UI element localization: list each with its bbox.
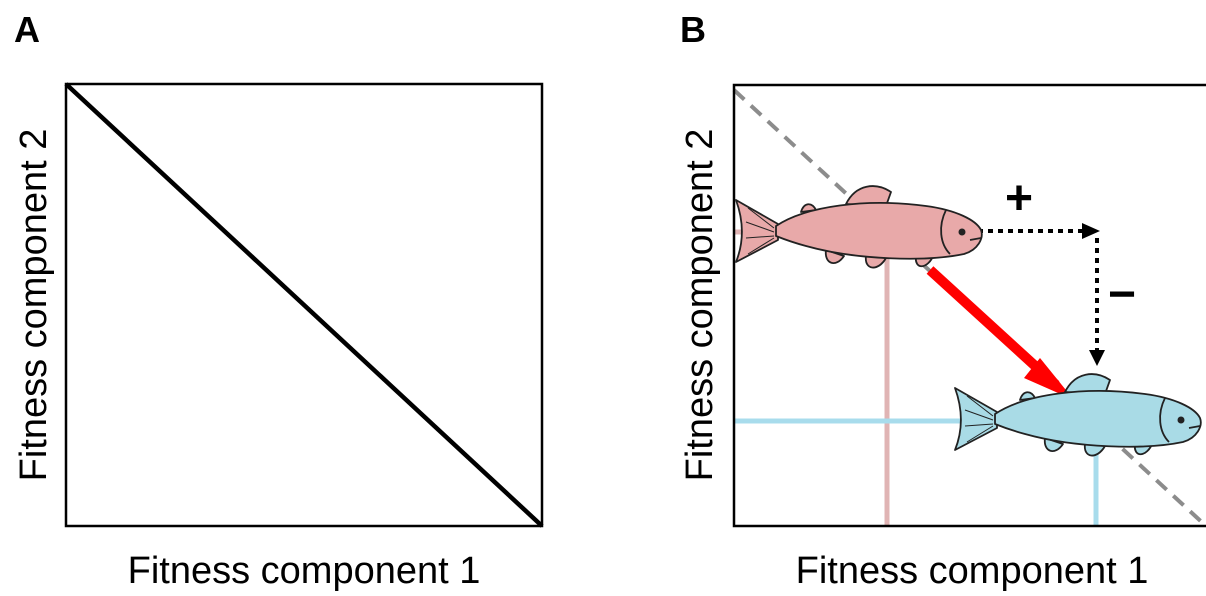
- panel-b-plot-frame: [732, 83, 1206, 528]
- panel-a-tradeoff-line: [64, 82, 544, 528]
- panel-b-y-axis-label: Fitness component 2: [679, 129, 721, 482]
- minus-sign: −: [1108, 268, 1136, 321]
- plus-sign: +: [1005, 172, 1033, 225]
- blue-fish-icon: [954, 373, 1202, 457]
- dotted-horizontal-arrowhead: [1082, 223, 1100, 239]
- panel-a-plot-frame: [64, 82, 544, 528]
- panel-a-y-axis-label: Fitness component 2: [13, 129, 55, 482]
- panel-a-letter: A: [14, 9, 40, 50]
- panel-a-x-axis-label: Fitness component 1: [128, 550, 481, 592]
- panel-a: A Fitness component 1 Fitness component …: [13, 9, 544, 592]
- dotted-vertical-arrowhead: [1089, 350, 1105, 366]
- panel-b-letter: B: [680, 9, 706, 50]
- panel-b-x-axis-label: Fitness component 1: [796, 550, 1149, 592]
- panel-b: B + −: [679, 9, 1206, 592]
- panel-b-tradeoff-dashed-line: [732, 88, 1206, 528]
- red-shift-arrowhead: [1024, 358, 1074, 400]
- pink-fish-icon: [735, 185, 983, 269]
